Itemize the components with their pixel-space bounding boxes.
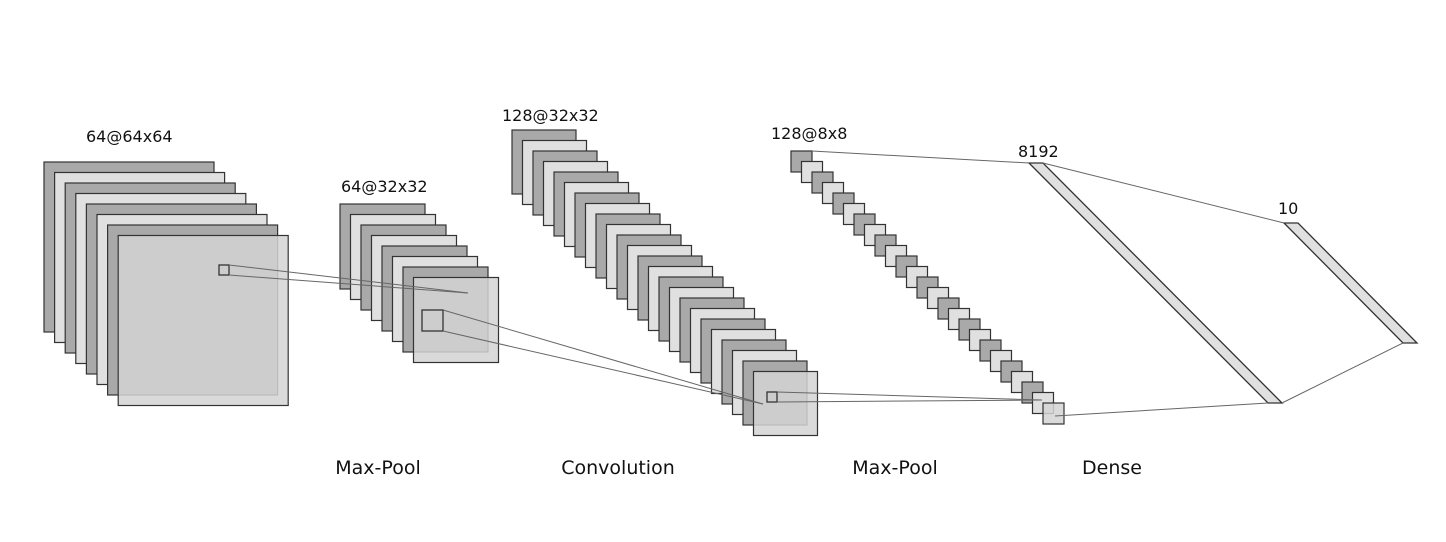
op-label-maxpool-2: Max-Pool — [852, 457, 938, 479]
op-label-maxpool-1: Max-Pool — [335, 457, 421, 479]
patch-pool1 — [421, 309, 444, 332]
connector-line — [442, 330, 764, 405]
feature-map-front-pool2 — [1042, 402, 1065, 425]
connector-line — [1054, 402, 1269, 417]
layer-label-pool2: 128@8x8 — [771, 124, 848, 143]
patch-conv2 — [766, 391, 778, 403]
op-label-convolution: Convolution — [561, 457, 675, 479]
connector-line — [442, 309, 764, 405]
dense-vector-8192 — [1027, 162, 1284, 404]
connector-line — [1281, 342, 1404, 404]
connector-line — [1042, 162, 1285, 224]
feature-map-front-conv1 — [117, 234, 289, 407]
layer-label-pool1: 64@32x32 — [341, 177, 428, 196]
connector-line — [776, 399, 1043, 403]
op-label-dense: Dense — [1082, 457, 1142, 479]
connector-line — [776, 391, 1043, 401]
connector-line — [228, 274, 469, 294]
layer-label-conv1: 64@64x64 — [86, 127, 173, 146]
layer-label-dense1: 8192 — [1018, 142, 1059, 161]
dense-vector-10 — [1282, 222, 1419, 344]
connector-line — [811, 150, 1030, 164]
feature-map-front-conv2 — [752, 370, 819, 437]
layer-label-conv2: 128@32x32 — [502, 106, 599, 125]
connector-line — [228, 264, 469, 294]
patch-conv1 — [218, 264, 230, 276]
layer-label-dense2: 10 — [1278, 199, 1299, 218]
